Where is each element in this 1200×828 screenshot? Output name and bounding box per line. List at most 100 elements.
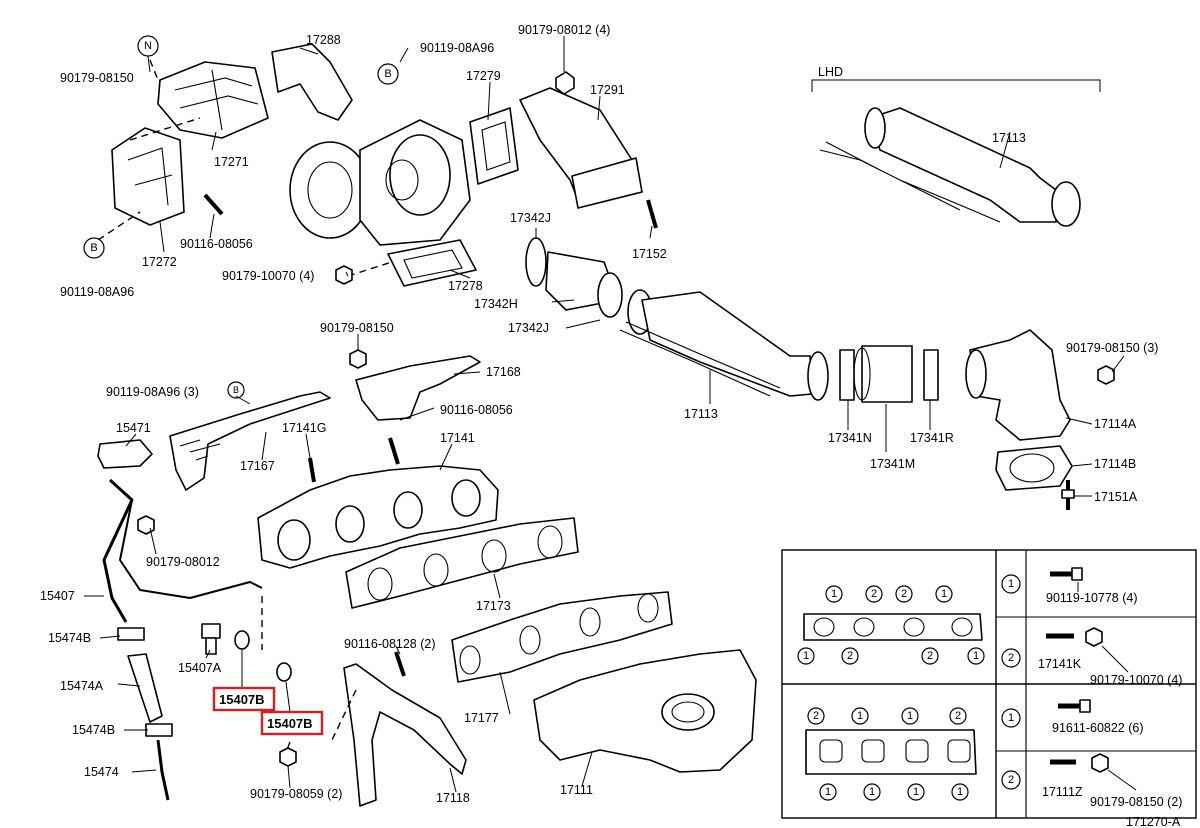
label-17114a[interactable]: 17114A: [1094, 417, 1137, 431]
svg-text:15407B: 15407B: [219, 692, 265, 707]
stud-90116-08128[interactable]: [394, 651, 406, 677]
label-17342h[interactable]: 17342H: [474, 297, 518, 311]
exhaust-manifold-17141[interactable]: [257, 465, 499, 569]
label-17271[interactable]: 17271: [214, 155, 249, 169]
label-15471[interactable]: 15471: [116, 421, 151, 435]
label-90179-08150-mid[interactable]: 90179-08150: [320, 321, 394, 335]
label-17167[interactable]: 17167: [240, 459, 275, 473]
label-17341r[interactable]: 17341R: [910, 431, 954, 445]
legend-gasket-bottom: [805, 729, 977, 775]
clamp-17341r[interactable]: [923, 349, 939, 401]
svg-text:1: 1: [869, 786, 875, 798]
legend-mark: 2: [807, 707, 825, 725]
svg-text:2: 2: [955, 710, 961, 722]
label-17141g[interactable]: 17141G: [282, 421, 326, 435]
label-90119-08a96-top[interactable]: 90119-08A96: [420, 41, 494, 55]
stud-90116-08056-mid[interactable]: [388, 437, 400, 465]
elbow-17291[interactable]: [519, 87, 643, 209]
label-90179-08012-mid[interactable]: 90179-08012: [146, 555, 220, 569]
clamp-17342j-upper[interactable]: [525, 237, 547, 287]
label-90119-08a96-3[interactable]: 90119-08A96 (3): [106, 385, 199, 399]
label-17278[interactable]: 17278: [448, 279, 483, 293]
gasket-15471[interactable]: [97, 439, 153, 469]
gasket-17279[interactable]: [469, 107, 519, 185]
label-17168[interactable]: 17168: [486, 365, 521, 379]
label-17173[interactable]: 17173: [476, 599, 511, 613]
coupling-17341m[interactable]: [853, 345, 913, 403]
gasket-17173[interactable]: [345, 517, 579, 609]
label-17288[interactable]: 17288: [306, 33, 341, 47]
clamp-17341n[interactable]: [839, 349, 855, 401]
nut-90179-08012-mid[interactable]: [137, 515, 155, 535]
label-15407[interactable]: 15407: [40, 589, 75, 603]
gasket-17177[interactable]: [451, 591, 673, 683]
legend-gasket-top: [803, 613, 983, 641]
heat-insulator-17271[interactable]: [157, 61, 269, 139]
label-90179-08059[interactable]: 90179-08059 (2): [250, 787, 342, 801]
label-90116-08128[interactable]: 90116-08128 (2): [344, 637, 436, 651]
label-17279[interactable]: 17279: [466, 69, 501, 83]
clamp-15474b-lower[interactable]: [145, 723, 173, 737]
heat-insulator-17168[interactable]: [355, 355, 481, 421]
label-17272[interactable]: 17272: [142, 255, 177, 269]
label-15474b-bottom[interactable]: 15474B: [72, 723, 115, 737]
nut-90179-08150-right[interactable]: [1097, 365, 1115, 385]
nut-icon: [1085, 627, 1103, 647]
exhaust-pipe-17113[interactable]: [619, 291, 813, 397]
union-bolt-15407a[interactable]: [201, 623, 221, 655]
label-17113[interactable]: 17113: [684, 407, 718, 421]
svg-text:1: 1: [957, 786, 963, 798]
svg-text:B: B: [90, 242, 97, 254]
label-90116-08056-top[interactable]: 90116-08056: [180, 237, 253, 251]
label-90116-08056-mid[interactable]: 90116-08056: [440, 403, 513, 417]
label-15474a[interactable]: 15474A: [60, 679, 104, 693]
label-90179-08012-top[interactable]: 90179-08012 (4): [518, 23, 610, 37]
heat-insulator-17167[interactable]: [169, 391, 331, 491]
nut-90179-08012[interactable]: [555, 71, 575, 95]
gasket-15407b-1[interactable]: [234, 630, 250, 650]
label-90179-08150-3[interactable]: 90179-08150 (3): [1066, 341, 1158, 355]
label-15474b-top[interactable]: 15474B: [48, 631, 91, 645]
label-17341n[interactable]: 17341N: [828, 431, 872, 445]
stud-17152[interactable]: [646, 199, 658, 229]
nut-90179-08059[interactable]: [279, 747, 297, 767]
label-17152[interactable]: 17152: [632, 247, 667, 261]
label-90179-08150-top[interactable]: 90179-08150: [60, 71, 134, 85]
pipe-17114a[interactable]: [965, 329, 1071, 441]
stud-90116-08056[interactable]: [203, 193, 224, 216]
stay-17118[interactable]: [343, 663, 467, 807]
gasket-17278[interactable]: [387, 239, 477, 287]
label-17341m[interactable]: 17341M: [870, 457, 915, 471]
turbo-bracket-17288[interactable]: [271, 43, 353, 121]
label-17113-lhd[interactable]: 17113: [992, 131, 1026, 145]
label-17342j-bottom[interactable]: 17342J: [508, 321, 549, 335]
label-17118[interactable]: 17118: [436, 791, 470, 805]
label-17111[interactable]: 17111: [560, 783, 593, 797]
nut-90179-10070[interactable]: [335, 265, 353, 285]
hose-15474a[interactable]: [127, 653, 163, 723]
highlight-15407b-2[interactable]: 15407B: [260, 710, 324, 736]
label-15407a[interactable]: 15407A: [178, 661, 222, 675]
label-17291[interactable]: 17291: [590, 83, 625, 97]
label-90179-10070[interactable]: 90179-10070 (4): [222, 269, 314, 283]
heat-insulator-17272[interactable]: [111, 127, 185, 226]
intake-manifold-17111[interactable]: [533, 649, 757, 773]
oil-pipe-15407[interactable]: [102, 478, 263, 623]
label-17114b[interactable]: 17114B: [1094, 457, 1136, 471]
exhaust-pipe-17113-lhd[interactable]: [819, 107, 1081, 227]
label-17141[interactable]: 17141: [440, 431, 475, 445]
oil-pipe-15474[interactable]: [156, 739, 170, 801]
bolt-17151a[interactable]: [1061, 480, 1075, 510]
label-17151a[interactable]: 17151A: [1094, 490, 1138, 504]
gasket-15407b-2[interactable]: [276, 662, 292, 682]
svg-text:1: 1: [913, 786, 919, 798]
clamp-15474b-upper[interactable]: [117, 627, 145, 641]
label-17342j-top[interactable]: 17342J: [510, 211, 551, 225]
label-15474[interactable]: 15474: [84, 765, 119, 779]
stud-17141g[interactable]: [308, 457, 316, 483]
label-90119-08a96-bottom[interactable]: 90119-08A96: [60, 285, 134, 299]
gasket-17114b[interactable]: [995, 445, 1073, 491]
nut-90179-08150-mid[interactable]: [349, 349, 367, 369]
highlight-15407b-1[interactable]: 15407B: [212, 686, 276, 712]
label-17177[interactable]: 17177: [464, 711, 499, 725]
